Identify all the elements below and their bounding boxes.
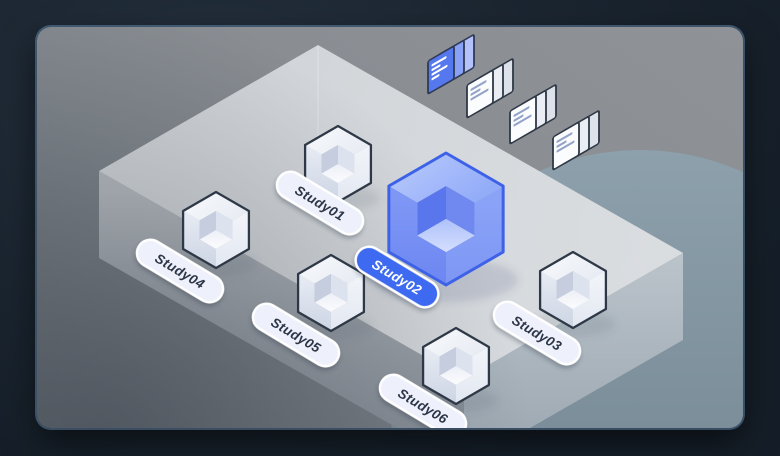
illustration-panel: Study01 Study04 Study02 Study05 Study03 …	[37, 27, 743, 428]
isometric-scene: Study01 Study04 Study02 Study05 Study03 …	[37, 27, 743, 428]
